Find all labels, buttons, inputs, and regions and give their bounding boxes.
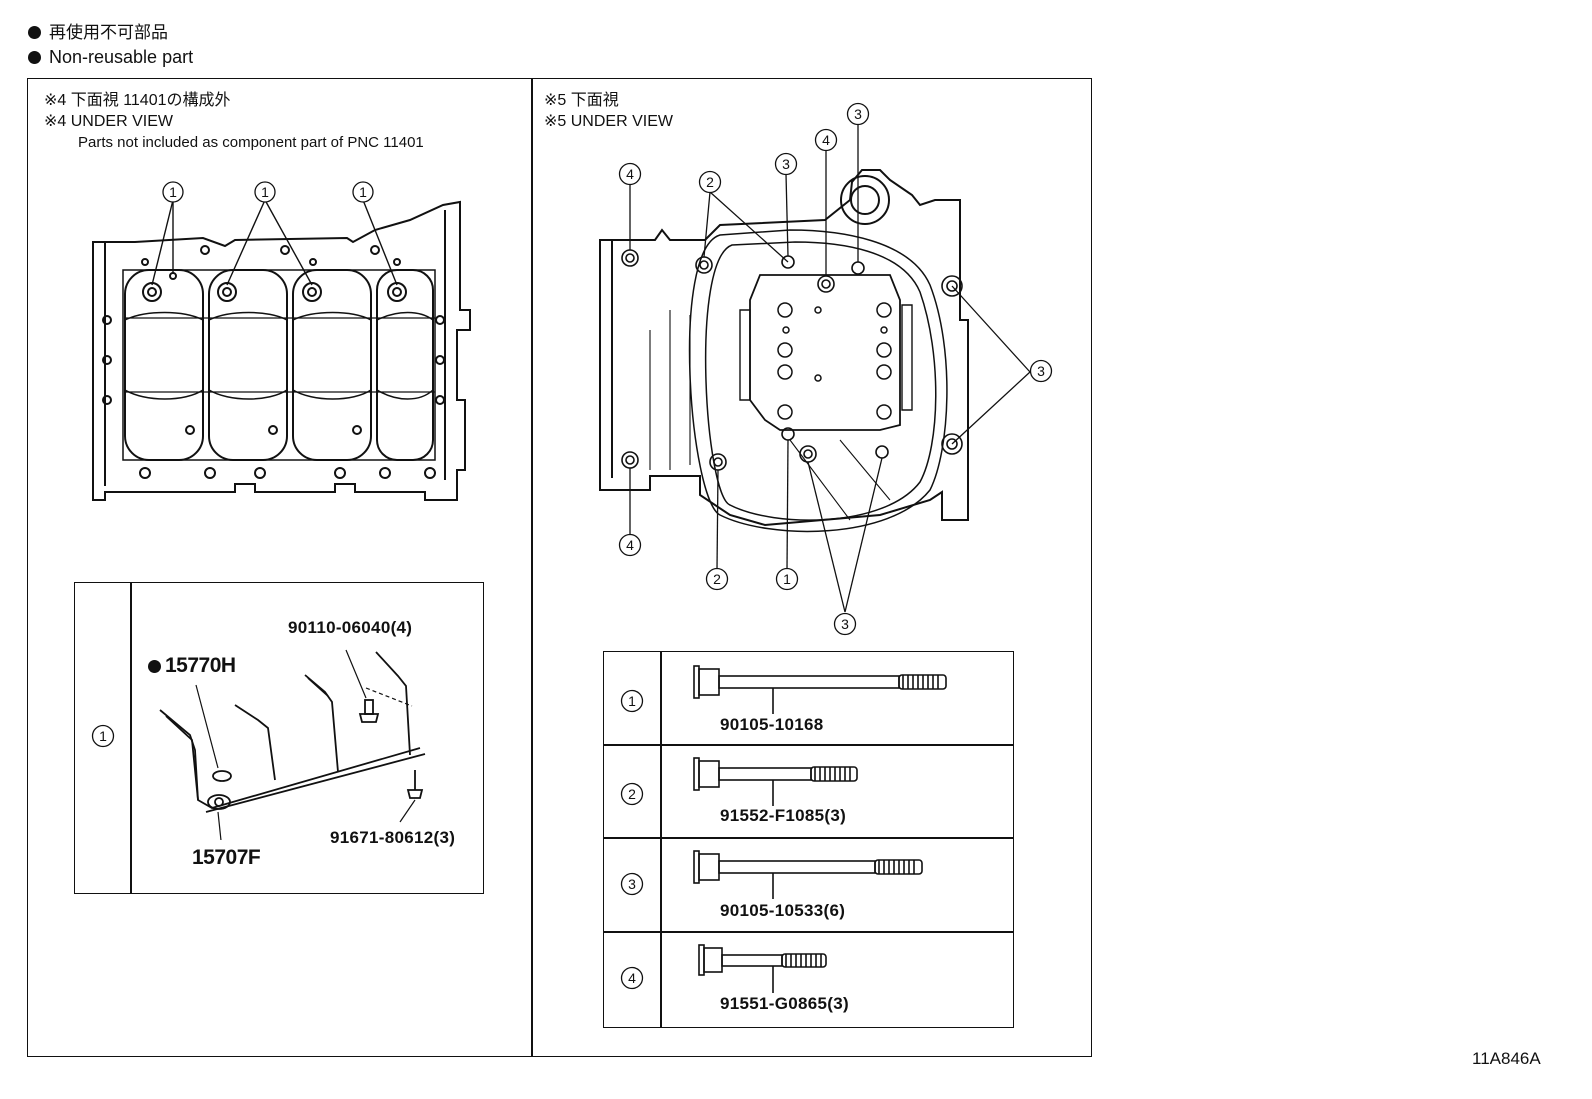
bolt-long-drawing [693,665,947,714]
oil-jet-pipe-drawing [159,649,426,840]
callout-1-c: 1 [359,184,367,200]
part-bolt-90110-06040: 90110-06040(4) [288,618,413,637]
left-view-title-jp: ※4 下面視 11401の構成外 [44,92,231,109]
callout-1-a: 1 [169,184,177,200]
bolt-table-row-line [603,744,1014,746]
callout-3-top: 3 [782,156,790,172]
part-gasket-15770h: 15770H [148,654,236,678]
bolt-short-drawing [698,944,827,993]
callout-2-top: 2 [706,174,714,190]
callout-4-mid: 4 [822,132,830,148]
right-view-title-en: ※5 UNDER VIEW [544,113,673,130]
svg-text:1: 1 [99,728,107,744]
bolt-table-row-line [603,837,1014,839]
callout-4-top: 4 [626,166,634,182]
part-screw-91671-80612: 91671-80612(3) [330,828,456,847]
bolt-part-91551-g0865: 91551-G0865(3) [720,994,849,1013]
non-reusable-dot-icon [148,660,161,673]
right-view-title-jp: ※5 下面視 [544,92,619,109]
left-view-note: Parts not included as component part of … [78,134,424,151]
callout-4-bottom: 4 [626,537,634,553]
callout-3-bottom: 3 [841,616,849,632]
bolt-part-90105-10168: 90105-10168 [720,715,824,734]
svg-text:4: 4 [628,970,636,986]
svg-text:1: 1 [628,693,636,709]
svg-text:3: 3 [628,876,636,892]
non-reusable-dot-icon [28,26,41,39]
cylinder-block-under-view: 1 1 1 [92,181,471,501]
callout-3-high: 3 [854,106,862,122]
right-panel [531,78,1092,1057]
legend-en: Non-reusable part [28,46,193,68]
detail-row-callout: 1 [91,724,115,748]
bolt-row-2-callout: 2 [620,782,644,806]
bolt-row-1-callout: 1 [620,689,644,713]
non-reusable-dot-icon [28,51,41,64]
crankcase-under-view: 4 2 3 4 3 3 4 2 1 3 [599,102,1053,636]
left-view-title-en: ※4 UNDER VIEW [44,113,173,130]
left-panel [27,78,533,1057]
bolt-table-divider [660,651,662,1028]
detail-table-divider [130,582,132,894]
oil-jet-detail-table [74,582,484,894]
callout-1-b: 1 [261,184,269,200]
svg-text:2: 2 [628,786,636,802]
bolt-long-2-drawing [693,850,923,899]
bolt-table [603,651,1014,1028]
legend-jp: 再使用不可部品 [28,22,168,44]
bolt-table-row-line [603,931,1014,933]
bolt-part-90105-10533: 90105-10533(6) [720,901,846,920]
callout-2-bottom: 2 [713,571,721,587]
callout-3-right: 3 [1037,363,1045,379]
diagram-code: 11A846A [1472,1049,1541,1068]
bolt-medium-drawing [693,757,858,806]
bolt-part-91552-f1085: 91552-F1085(3) [720,806,847,825]
part-tube-15707f: 15707F [192,846,261,869]
bolt-row-3-callout: 3 [620,872,644,896]
callout-1-bottom: 1 [783,571,791,587]
bolt-row-4-callout: 4 [620,966,644,990]
